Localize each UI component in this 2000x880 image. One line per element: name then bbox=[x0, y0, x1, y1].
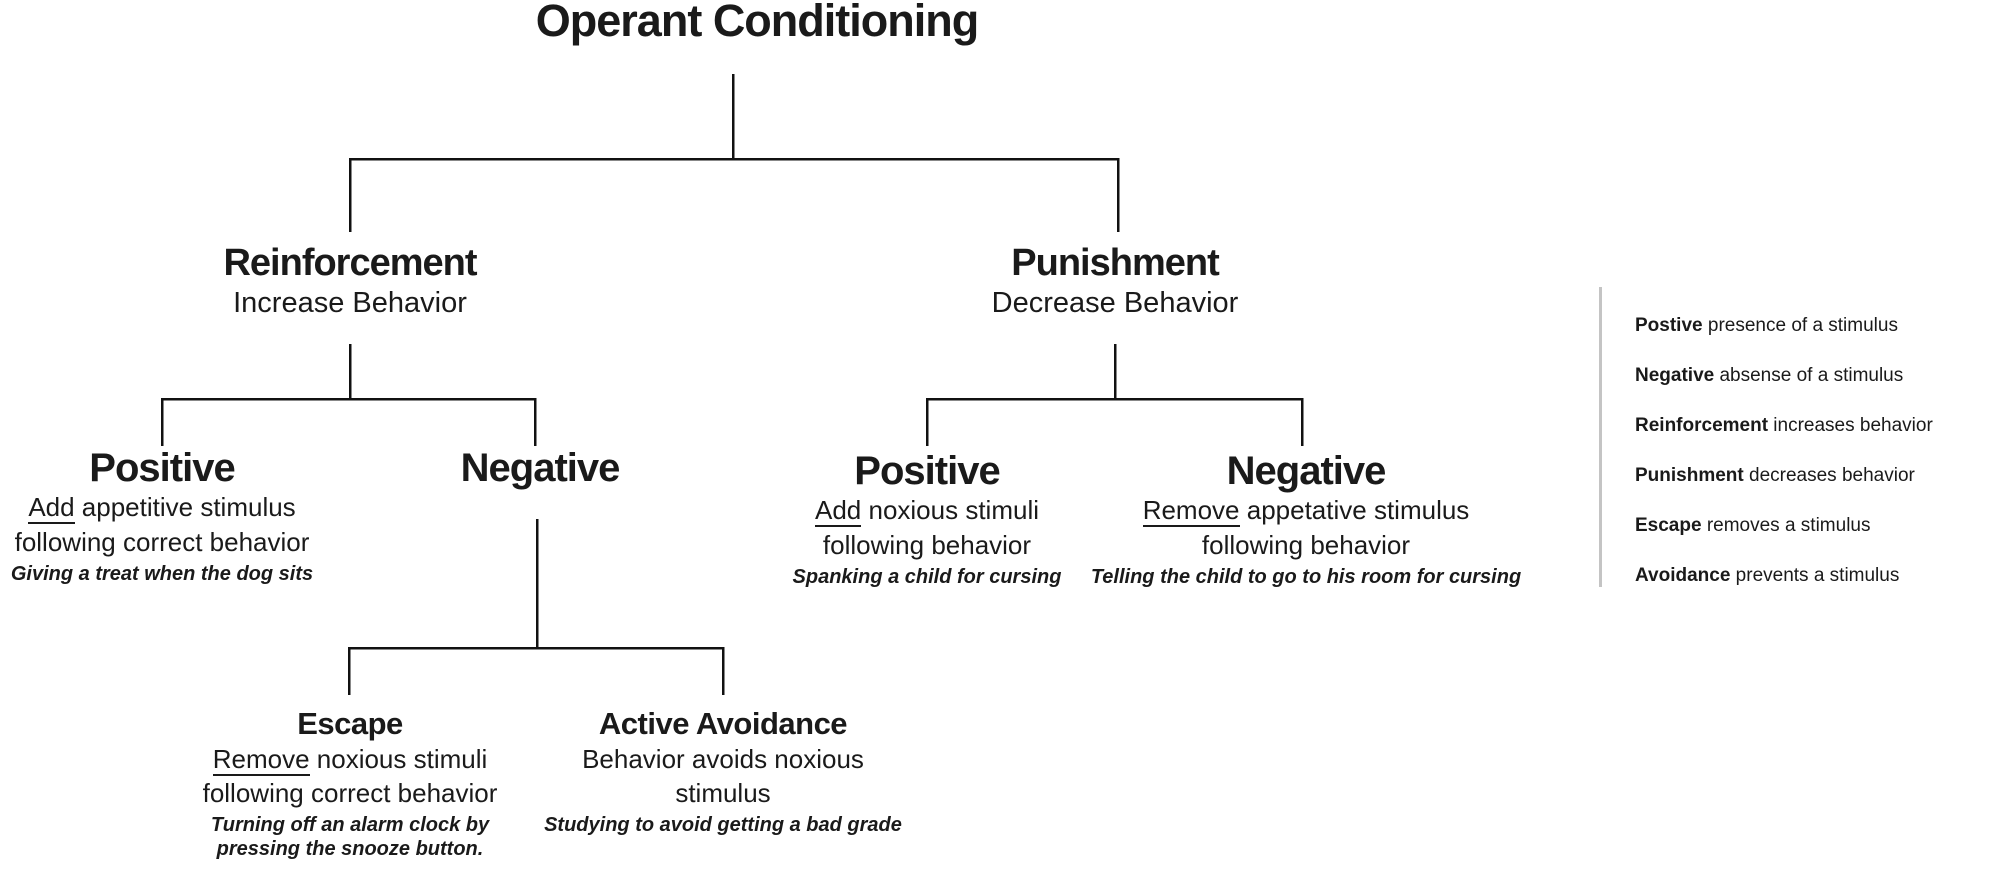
punishment-subtitle: Decrease Behavior bbox=[991, 286, 1239, 319]
punishment-negative-line1: Remove appetative stimulus bbox=[1066, 493, 1546, 528]
reinforcement-positive-line1: Add appetitive stimulus bbox=[0, 490, 382, 525]
legend-term: Postive bbox=[1635, 315, 1703, 336]
underlined-word: Add bbox=[815, 495, 862, 528]
node-reinforcement: Reinforcement Increase Behavior bbox=[150, 242, 550, 321]
legend-desc: absense of a stimulus bbox=[1714, 365, 1904, 386]
legend-item-punishment: Punishment decreases behavior bbox=[1635, 451, 1975, 501]
legend-term: Negative bbox=[1635, 365, 1715, 386]
active-avoidance-heading: Active Avoidance bbox=[598, 706, 848, 741]
line1-rest: appetative stimulus bbox=[1239, 495, 1470, 526]
punishment-positive-heading: Positive bbox=[854, 449, 1000, 493]
punishment-negative-line2: following behavior bbox=[1201, 529, 1411, 560]
connector-reinforcement-bracket bbox=[160, 397, 537, 446]
punishment-positive-line2: following behavior bbox=[822, 529, 1032, 560]
reinforcement-positive-heading: Positive bbox=[89, 446, 235, 490]
connector-level1-bracket bbox=[348, 157, 1120, 232]
legend-item-escape: Escape removes a stimulus bbox=[1635, 501, 1975, 551]
escape-example: Turning off an alarm clock by pressing t… bbox=[210, 814, 490, 861]
punishment-heading: Punishment bbox=[1011, 242, 1219, 284]
legend-desc: presence of a stimulus bbox=[1702, 315, 1898, 336]
legend-desc: removes a stimulus bbox=[1701, 515, 1871, 536]
active-avoidance-line: Behavior avoids noxious stimulus bbox=[582, 743, 864, 808]
punishment-positive-line1: Add noxious stimuli bbox=[707, 493, 1147, 528]
escape-line1: Remove noxious stimuli bbox=[130, 742, 570, 776]
escape-line2: following correct behavior bbox=[202, 777, 498, 808]
legend-term: Punishment bbox=[1635, 465, 1744, 486]
connector-negative-bracket bbox=[347, 646, 725, 695]
legend-item-negative: Negative absense of a stimulus bbox=[1635, 351, 1975, 401]
punishment-negative-example: Telling the child to go to his room for … bbox=[1090, 565, 1522, 588]
connector-punishment-bracket bbox=[925, 397, 1304, 446]
punishment-negative-heading: Negative bbox=[1226, 449, 1387, 493]
line1-rest: noxious stimuli bbox=[861, 495, 1039, 526]
legend-item-avoidance: Avoidance prevents a stimulus bbox=[1635, 551, 1975, 601]
reinforcement-positive-example: Giving a treat when the dog sits bbox=[10, 562, 314, 585]
legend-item-reinforcement: Reinforcement increases behavior bbox=[1635, 401, 1975, 451]
underlined-word: Remove bbox=[212, 743, 310, 776]
punishment-positive-example: Spanking a child for cursing bbox=[792, 565, 1062, 588]
node-punishment-positive: Positive Add noxious stimuli following b… bbox=[707, 449, 1147, 589]
legend-separator-line bbox=[1599, 287, 1602, 587]
legend-item-positive: Postive presence of a stimulus bbox=[1635, 301, 1975, 351]
reinforcement-subtitle: Increase Behavior bbox=[233, 286, 467, 319]
node-escape: Escape Remove noxious stimuli following … bbox=[130, 706, 570, 861]
legend-term: Escape bbox=[1635, 515, 1702, 536]
active-avoidance-example: Studying to avoid getting a bad grade bbox=[544, 814, 902, 837]
diagram-title: Operant Conditioning bbox=[535, 0, 979, 46]
legend-term: Avoidance bbox=[1635, 565, 1731, 586]
node-reinforcement-positive: Positive Add appetitive stimulus followi… bbox=[0, 446, 382, 586]
legend-desc: decreases behavior bbox=[1743, 465, 1915, 486]
legend-desc: increases behavior bbox=[1768, 415, 1933, 436]
node-active-avoidance: Active Avoidance Behavior avoids noxious… bbox=[503, 706, 943, 837]
legend: Postive presence of a stimulus Negative … bbox=[1635, 301, 1975, 601]
legend-term: Reinforcement bbox=[1635, 415, 1769, 436]
node-punishment: Punishment Decrease Behavior bbox=[915, 242, 1315, 321]
node-reinforcement-negative: Negative bbox=[340, 446, 740, 490]
underlined-word: Remove bbox=[1142, 495, 1240, 528]
underlined-word: Add bbox=[28, 492, 75, 525]
escape-heading: Escape bbox=[297, 706, 403, 741]
node-punishment-negative: Negative Remove appetative stimulus foll… bbox=[1066, 449, 1546, 589]
legend-desc: prevents a stimulus bbox=[1730, 565, 1900, 586]
line1-rest: noxious stimuli bbox=[309, 743, 488, 774]
reinforcement-heading: Reinforcement bbox=[223, 242, 477, 284]
reinforcement-positive-line2: following correct behavior bbox=[14, 526, 310, 557]
line1-rest: appetitive stimulus bbox=[74, 492, 296, 523]
reinforcement-negative-heading: Negative bbox=[460, 446, 621, 490]
